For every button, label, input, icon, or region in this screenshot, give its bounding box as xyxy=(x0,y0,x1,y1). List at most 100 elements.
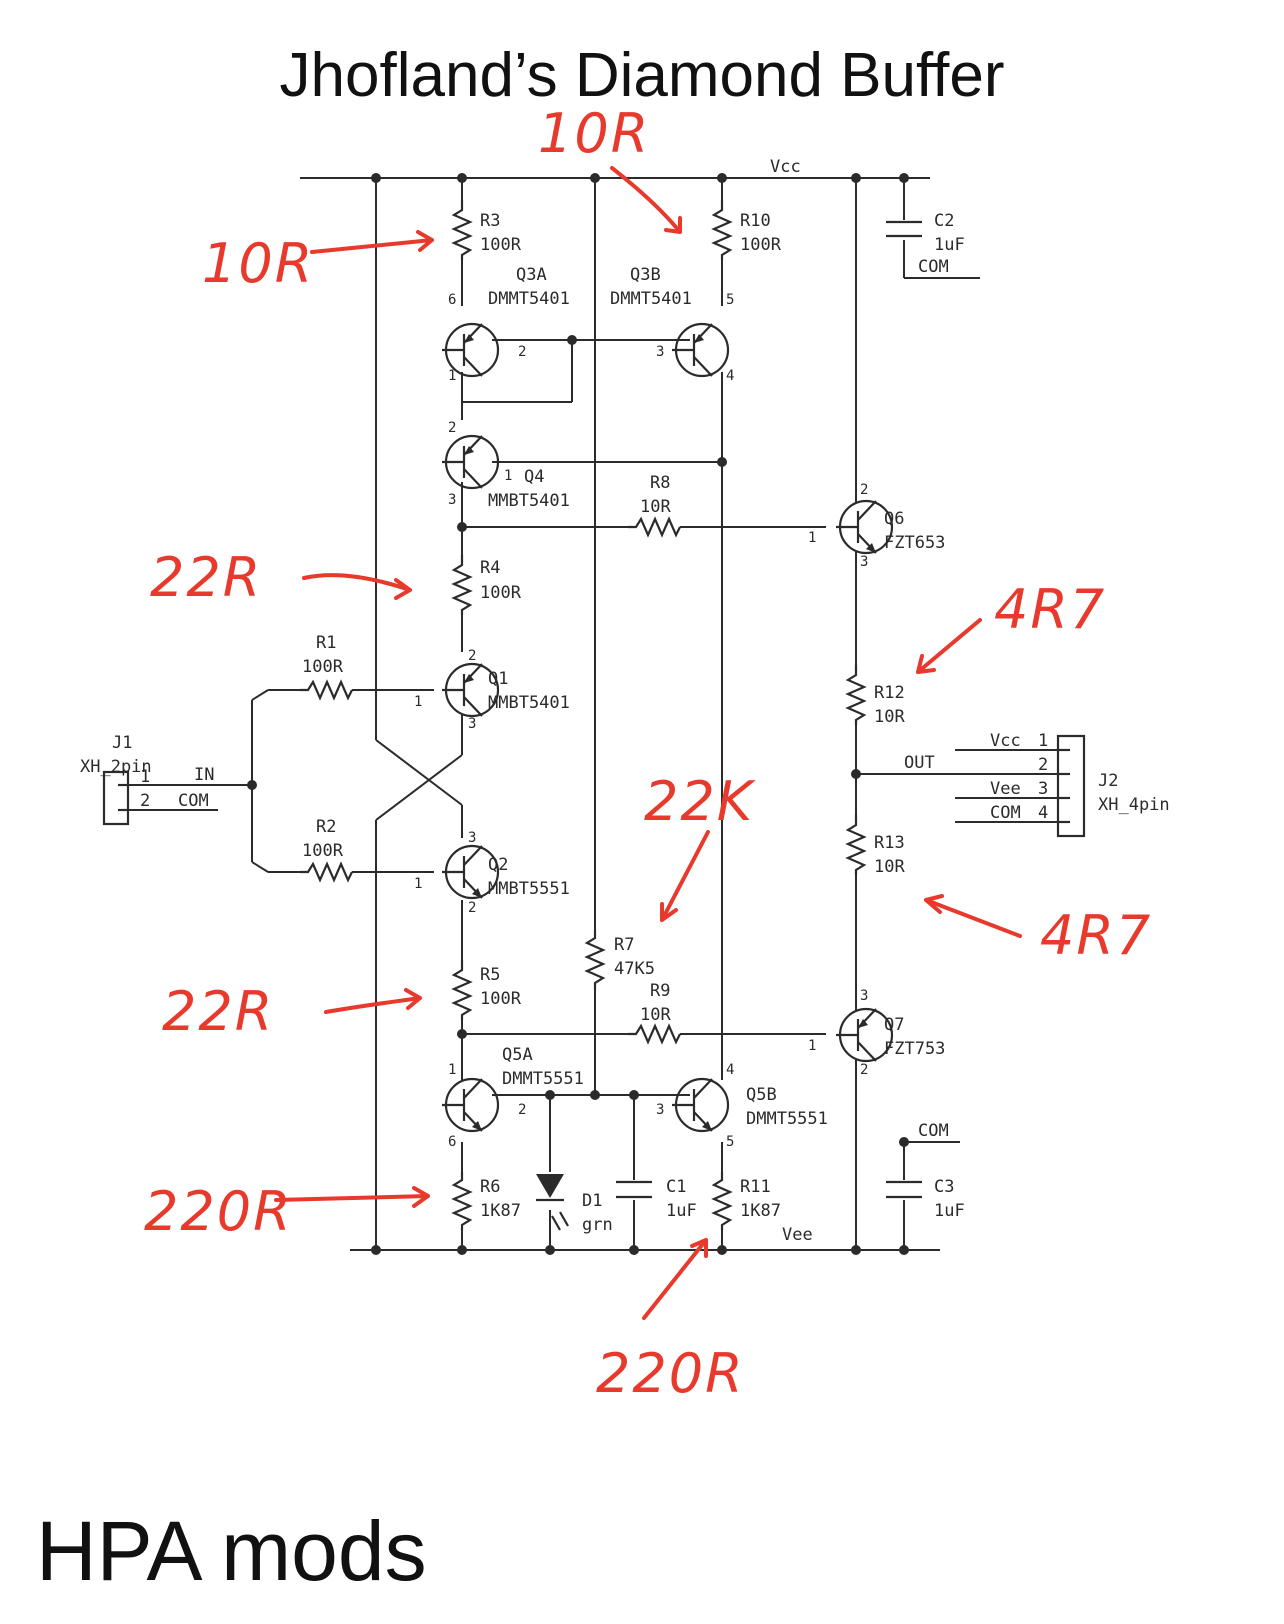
transistor-q6: Q6 FZT653 2 1 3 xyxy=(808,482,945,570)
q3b-pin-e: 5 xyxy=(726,292,734,308)
r7-ref: R7 xyxy=(614,935,634,955)
resistor-r5: R5 100R xyxy=(451,960,522,1020)
q3b-part: DMMT5401 xyxy=(610,289,692,309)
q1-pin-e: 2 xyxy=(468,648,476,664)
q4-part: MMBT5401 xyxy=(488,491,570,511)
annotation-r12-arrow xyxy=(916,618,982,674)
annotation-r10-arrow xyxy=(610,166,682,234)
resistor-r12: R12 10R xyxy=(845,665,905,727)
q3b-pin-b: 3 xyxy=(656,344,664,360)
resistor-r2: R2 100R xyxy=(300,817,353,883)
annotation-r13-arrow xyxy=(924,894,1022,938)
r8-value: 10R xyxy=(640,497,671,517)
capacitor-c1: C1 1uF xyxy=(616,1177,697,1221)
transistor-q3a: Q3A DMMT5401 6 2 1 xyxy=(440,265,570,384)
annotation-r12: 4R7 xyxy=(994,578,1106,641)
c3-ref: C3 xyxy=(934,1177,954,1197)
annotation-r13: 4R7 xyxy=(1040,904,1152,967)
q2-pin-c: 3 xyxy=(468,830,476,846)
q5b-pin-c: 4 xyxy=(726,1062,734,1078)
q6-pin-b: 1 xyxy=(808,530,816,546)
in-net-label: IN xyxy=(194,765,214,785)
q1-pin-b: 1 xyxy=(414,694,422,710)
resistor-r3: R3 100R xyxy=(451,200,522,260)
c1-value: 1uF xyxy=(666,1201,697,1221)
q4-ref: Q4 xyxy=(524,467,544,487)
q5a-part: DMMT5551 xyxy=(502,1069,584,1089)
j2-part: XH_4pin xyxy=(1098,795,1170,815)
q3b-ref: Q3B xyxy=(630,265,661,285)
transistor-q1: Q1 MMBT5401 2 1 3 xyxy=(414,648,570,732)
q5a-pin-b: 2 xyxy=(518,1102,526,1118)
q7-pin-b: 1 xyxy=(808,1038,816,1054)
q4-pin-b: 1 xyxy=(504,468,512,484)
annotation-r5: 22R xyxy=(162,980,274,1043)
c3-com-label: COM xyxy=(918,1121,949,1141)
q3a-pin-c: 6 xyxy=(448,292,456,308)
annotation-r6: 220R xyxy=(144,1180,293,1243)
q5b-ref: Q5B xyxy=(746,1085,777,1105)
q6-pin-e: 3 xyxy=(860,554,868,570)
r13-value: 10R xyxy=(874,857,905,877)
r2-ref: R2 xyxy=(316,817,336,837)
q7-pin-c: 2 xyxy=(860,1062,868,1078)
resistor-r13: R13 10R xyxy=(845,815,905,877)
q3a-pin-b: 2 xyxy=(518,344,526,360)
annotation-r6-arrow xyxy=(274,1186,430,1208)
r6-ref: R6 xyxy=(480,1177,500,1197)
q5a-pin-c: 1 xyxy=(448,1062,456,1078)
j1-pin1: 1 xyxy=(140,767,150,787)
q5b-pin-b: 3 xyxy=(656,1102,664,1118)
j1-pin2: 2 xyxy=(140,791,150,811)
annotation-r7: 22K xyxy=(644,770,756,833)
r12-value: 10R xyxy=(874,707,905,727)
r3-ref: R3 xyxy=(480,211,500,231)
led-d1: D1 grn xyxy=(536,1174,613,1235)
vcc-net-label: Vcc xyxy=(770,157,801,177)
q4-pin-e: 2 xyxy=(448,420,456,436)
in-com-label: COM xyxy=(178,791,209,811)
resistor-r11: R11 1K87 xyxy=(711,1172,781,1230)
transistor-q4: Q4 MMBT5401 2 1 3 xyxy=(440,420,570,511)
connector-j2: J2 XH_4pin Vcc 1 2 Vee 3 COM 4 xyxy=(990,731,1170,838)
resistor-r10: R10 100R xyxy=(711,200,782,260)
diagram-title: Jhofland’s Diamond Buffer xyxy=(280,41,1005,110)
q2-part: MMBT5551 xyxy=(488,879,570,899)
q5a-pin-e: 6 xyxy=(448,1134,456,1150)
junction-dots xyxy=(247,173,909,1255)
transistor-q3b: Q3B DMMT5401 5 3 4 xyxy=(610,265,734,384)
r1-ref: R1 xyxy=(316,633,336,653)
j2-pin1-num: 1 xyxy=(1038,731,1048,751)
r5-ref: R5 xyxy=(480,965,500,985)
j1-part: XH_2pin xyxy=(80,757,152,777)
r10-value: 100R xyxy=(740,235,782,255)
d1-value: grn xyxy=(582,1215,613,1235)
r9-value: 10R xyxy=(640,1005,671,1025)
r11-value: 1K87 xyxy=(740,1201,781,1221)
q4-pin-c: 3 xyxy=(448,492,456,508)
resistor-r4: R4 100R xyxy=(451,555,522,615)
resistor-r9: R9 10R xyxy=(628,981,681,1045)
r12-ref: R12 xyxy=(874,683,905,703)
j2-pin3-num: 3 xyxy=(1038,779,1048,799)
annotation-r3-arrow xyxy=(310,230,434,254)
annotation-r10: 10R xyxy=(538,102,650,165)
r5-value: 100R xyxy=(480,989,522,1009)
q6-part: FZT653 xyxy=(884,533,945,553)
r8-ref: R8 xyxy=(650,473,670,493)
q5b-pin-e: 5 xyxy=(726,1134,734,1150)
out-net-label: OUT xyxy=(904,753,935,773)
r13-ref: R13 xyxy=(874,833,905,853)
r1-value: 100R xyxy=(302,657,344,677)
annotation-r3: 10R xyxy=(202,232,314,295)
r9-ref: R9 xyxy=(650,981,670,1001)
j2-pin2-num: 2 xyxy=(1038,755,1048,775)
capacitor-c3: C3 1uF xyxy=(886,1177,965,1221)
c2-com-label: COM xyxy=(918,257,949,277)
q6-pin-c: 2 xyxy=(860,482,868,498)
q7-part: FZT753 xyxy=(884,1039,945,1059)
r11-ref: R11 xyxy=(740,1177,771,1197)
c2-ref: C2 xyxy=(934,211,954,231)
q3a-pin-e: 1 xyxy=(448,368,456,384)
q3b-pin-c: 4 xyxy=(726,368,734,384)
